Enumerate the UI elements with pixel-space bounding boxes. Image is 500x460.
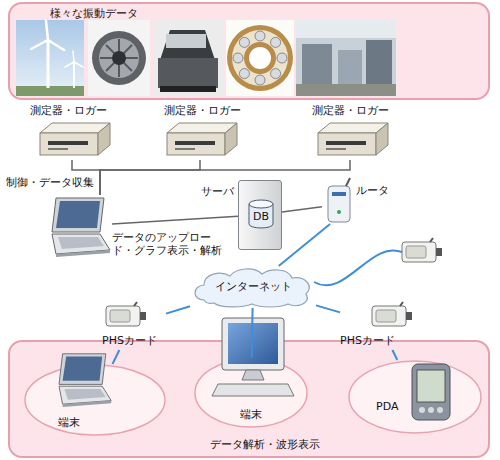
logger-device <box>318 123 388 155</box>
device-node: 測定器・ロガー <box>22 104 122 160</box>
connector <box>279 224 330 266</box>
server-box: サーバDB <box>238 180 282 250</box>
connector <box>282 207 322 212</box>
terminal-ellipse: 端末 <box>194 358 308 428</box>
device-node: 測定器・ロガー <box>150 104 250 160</box>
node-label: インターネット <box>190 280 316 293</box>
terminal-ellipse: 端末 <box>24 364 166 436</box>
router-icon <box>328 178 350 222</box>
cylinder-top <box>249 200 273 208</box>
node-label: データ解析・波形表示 <box>210 438 320 451</box>
phs-card-icon <box>402 238 442 262</box>
ellipse-shape <box>349 361 481 433</box>
node-label: 測定器・ロガー <box>30 104 107 117</box>
ellipse-shape <box>195 359 307 427</box>
node-label: 測定器・ロガー <box>312 104 389 117</box>
router-stripe <box>332 192 346 196</box>
connector <box>166 306 190 313</box>
ellipse-outline <box>24 364 166 436</box>
phs-card-icon <box>372 302 412 326</box>
device-node: 測定器・ロガー <box>300 104 400 160</box>
group-band: データ解析・波形表示端末端末PDA <box>8 340 490 458</box>
ellipse-outline <box>348 360 482 434</box>
wireless-link <box>314 250 402 285</box>
node-label: ルータ <box>356 184 389 197</box>
database-cylinder: DB <box>248 199 274 229</box>
node-label: PHSカード <box>102 334 157 347</box>
node-label: 端末 <box>58 416 80 429</box>
node-label: PHSカード <box>340 334 395 347</box>
device-node: データのアップロード・グラフ表示・解析 <box>42 195 112 257</box>
connector <box>100 160 350 195</box>
group-band: 様々な振動データ <box>8 2 490 100</box>
node-label: PDA <box>376 400 398 413</box>
connector <box>112 216 238 224</box>
node-label: 端末 <box>194 408 308 421</box>
node-label: データのアップロード・グラフ表示・解析 <box>112 231 232 257</box>
connector <box>100 160 200 195</box>
network-cloud: インターネット <box>190 266 316 308</box>
connector <box>392 350 397 360</box>
ellipse-shape <box>25 365 165 435</box>
phs-card-icon <box>106 302 146 326</box>
node-label: DB <box>248 210 274 223</box>
terminal-ellipse: PDA <box>348 360 482 434</box>
connector <box>113 350 120 364</box>
connector <box>316 305 340 312</box>
node-label: 様々な振動データ <box>50 7 138 20</box>
logger-device <box>40 123 110 155</box>
router-antenna <box>346 178 350 186</box>
logger-device <box>167 123 237 155</box>
node-label: サーバ <box>201 185 234 198</box>
router-body <box>328 186 350 222</box>
device-node: PHSカード <box>98 298 166 350</box>
device-node: ルータ <box>322 180 392 224</box>
laptop-icon <box>52 198 110 257</box>
edge-label: 制御・データ収集 <box>6 176 94 189</box>
node-label: 測定器・ロガー <box>164 104 241 117</box>
router-lamp <box>337 210 341 214</box>
connector <box>251 308 254 358</box>
